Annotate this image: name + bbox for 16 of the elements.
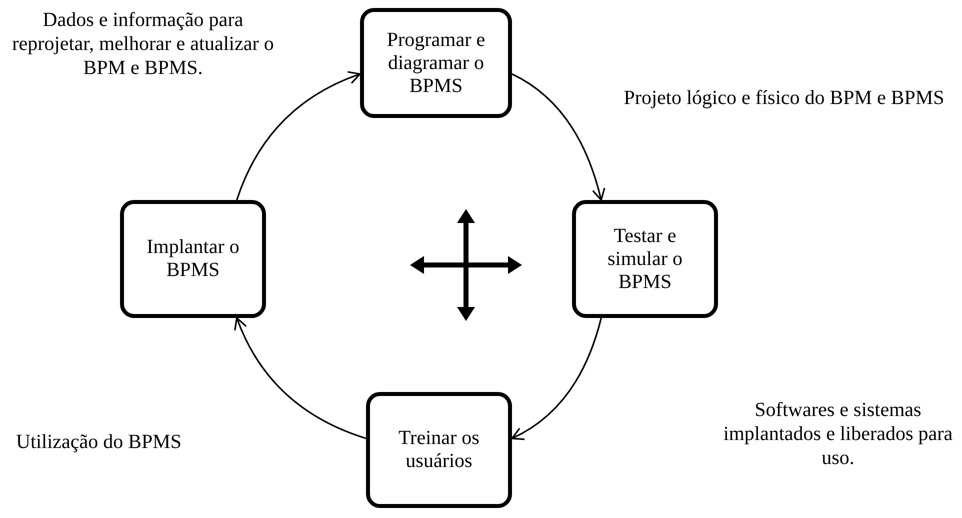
annotation-text: Dados e informação para reprojetar, melhorar e atualizar o BPM e BPMS.: [11, 8, 275, 80]
process-box: [572, 200, 718, 318]
process-box: [360, 8, 512, 118]
process-box: [366, 392, 512, 508]
annotation-text: Utilização do BPMS: [16, 430, 183, 454]
curved-arrow: [511, 318, 602, 440]
annotation-text: Projeto lógico e físico do BPM e BPMS: [622, 86, 946, 110]
curved-arrow: [236, 72, 361, 200]
box-label: Testar e simular o BPMS: [606, 224, 684, 294]
process-box: [120, 200, 266, 318]
curved-arrow: [512, 73, 605, 201]
box-label: Implantar o BPMS: [146, 236, 240, 282]
box-label: Treinar os usuários: [398, 427, 480, 473]
curved-arrow: [234, 317, 366, 440]
box-label: Programar e diagramar o BPMS: [386, 28, 486, 98]
annotation-text: Softwares e sistemas implantados e liberados para uso.: [722, 398, 954, 470]
